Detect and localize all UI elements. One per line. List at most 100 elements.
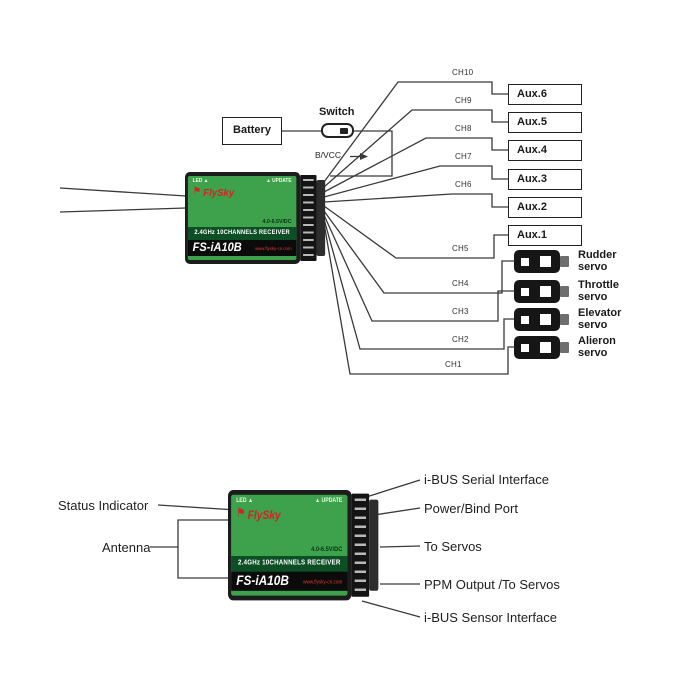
battery-label: Battery xyxy=(233,124,271,136)
brand-logo: FlySky xyxy=(247,509,281,523)
led-label: LED xyxy=(236,496,247,504)
receiver-spec-band: 2.4GHz 10CHANNELS RECEIVER xyxy=(187,227,297,240)
wire-ch2 xyxy=(323,218,514,350)
servo-detail xyxy=(521,316,529,324)
servo-detail xyxy=(540,342,551,353)
aileron-servo-icon xyxy=(514,336,572,359)
aux5-box: Aux.5 xyxy=(508,112,582,133)
servo-body xyxy=(514,308,560,331)
antenna-label: Antenna xyxy=(102,540,151,555)
receiver-indicator-row: LED ▲ ▲ UPDATE xyxy=(188,176,296,185)
wires xyxy=(59,81,514,618)
servo-connector xyxy=(560,286,569,297)
channel-label-ch10: CH10 xyxy=(452,68,474,77)
wire-switch-receiver xyxy=(330,130,393,177)
receiver-faceplate: LED ▲ ▲ UPDATE ⚑ FlySky 4.0-6.5V/DC 2.4G… xyxy=(187,176,297,260)
pin-header xyxy=(351,493,370,597)
antenna-wire-2 xyxy=(59,207,187,213)
wire-ch7 xyxy=(323,165,508,198)
update-indicator-icon: ▲ xyxy=(266,177,271,184)
website-label: www.flysky-cn.com xyxy=(255,245,292,251)
servo-connector xyxy=(560,256,569,267)
led-label: LED xyxy=(192,177,203,184)
model-label: FS-iA10B xyxy=(236,574,289,589)
switch-icon xyxy=(321,123,354,138)
switch-label: Switch xyxy=(319,106,355,118)
status-indicator-label: Status Indicator xyxy=(58,498,149,513)
elevator-servo-icon xyxy=(514,308,572,331)
aux1-box: Aux.1 xyxy=(508,225,582,246)
receiver-spec-band: 2.4GHz 10CHANNELS RECEIVER xyxy=(231,556,348,572)
receiver-faceplate: LED ▲ ▲ UPDATE ⚑ FlySky 4.0-6.5V/DC 2.4G… xyxy=(231,494,348,596)
wire-ch9 xyxy=(323,109,508,188)
servo-body xyxy=(514,250,560,273)
channel-label-ch7: CH7 xyxy=(455,152,472,161)
flysky-flag-icon: ⚑ xyxy=(192,186,202,197)
wire-ch6 xyxy=(323,193,508,208)
receiver-model-band: FS-iA10B www.flysky-cn.com xyxy=(231,571,348,591)
wire-ch4 xyxy=(323,210,514,294)
to-servos-label: To Servos xyxy=(424,539,482,554)
channel-label-ch3: CH3 xyxy=(452,307,469,316)
antenna-wire-1 xyxy=(59,187,187,197)
aux4-box: Aux.4 xyxy=(508,140,582,161)
servo-detail xyxy=(521,288,529,296)
brand-logo: FlySky xyxy=(203,188,235,199)
channel-label-ch6: CH6 xyxy=(455,180,472,189)
aileron-servo-label: Alieron servo xyxy=(578,335,616,360)
antenna-fold-wire xyxy=(177,519,232,579)
leader-ibus-serial xyxy=(359,479,421,500)
pins xyxy=(354,498,367,592)
power-bind-label: Power/Bind Port xyxy=(424,501,518,516)
bvcc-label: B/VCC xyxy=(315,150,341,160)
ibus-serial-label: i-BUS Serial Interface xyxy=(424,472,549,487)
ibus-sensor-label: i-BUS Sensor Interface xyxy=(424,610,557,625)
wire-ch8 xyxy=(323,137,508,193)
receiver-logo-row: ⚑ FlySky 4.0-6.5V/DC xyxy=(231,506,347,556)
rudder-servo-icon xyxy=(514,250,572,273)
pins xyxy=(303,179,314,257)
aux2-box: Aux.2 xyxy=(508,197,582,218)
channel-label-ch1: CH1 xyxy=(445,360,462,369)
website-label: www.flysky-cn.com xyxy=(303,578,343,585)
update-label: UPDATE xyxy=(272,177,292,184)
servo-body xyxy=(514,280,560,303)
leader-power-bind xyxy=(373,507,421,516)
wire-ch5 xyxy=(323,205,508,259)
servo-detail xyxy=(521,344,529,352)
update-indicator-icon: ▲ xyxy=(315,496,321,504)
channel-label-ch5: CH5 xyxy=(452,244,469,253)
channel-label-ch8: CH8 xyxy=(455,124,472,133)
channel-label-ch9: CH9 xyxy=(455,96,472,105)
flysky-flag-icon: ⚑ xyxy=(236,506,246,520)
aux6-box: Aux.6 xyxy=(508,84,582,105)
leader-to-servos xyxy=(379,545,421,548)
bvcc-arrow-icon xyxy=(360,153,368,160)
switch-knob xyxy=(340,127,348,134)
aux3-box: Aux.3 xyxy=(508,169,582,190)
receiver-model-band: FS-iA10B www.flysky-cn.com xyxy=(187,240,297,256)
servo-detail xyxy=(521,258,529,266)
receiver-indicator-row: LED ▲ ▲ UPDATE xyxy=(231,495,347,506)
channel-label-ch2: CH2 xyxy=(452,335,469,344)
servo-detail xyxy=(540,256,551,267)
throttle-servo-label: Throttle servo xyxy=(578,279,619,304)
servo-detail xyxy=(540,314,551,325)
battery-box: Battery xyxy=(222,117,282,145)
wire-ch10 xyxy=(323,81,508,183)
channel-label-ch4: CH4 xyxy=(452,279,469,288)
wire-ch3 xyxy=(323,214,514,322)
pin-header xyxy=(300,175,317,261)
servo-connector xyxy=(560,342,569,353)
servo-body xyxy=(514,336,560,359)
elevator-servo-label: Elevator servo xyxy=(578,307,622,332)
voltage-label: 4.0-6.5V/DC xyxy=(262,219,292,225)
model-label: FS-iA10B xyxy=(192,242,242,254)
receiver-endcap xyxy=(316,180,326,256)
throttle-servo-icon xyxy=(514,280,572,303)
wire-ch1 xyxy=(323,222,514,375)
receiver-endcap xyxy=(369,499,379,591)
servo-connector xyxy=(560,314,569,325)
